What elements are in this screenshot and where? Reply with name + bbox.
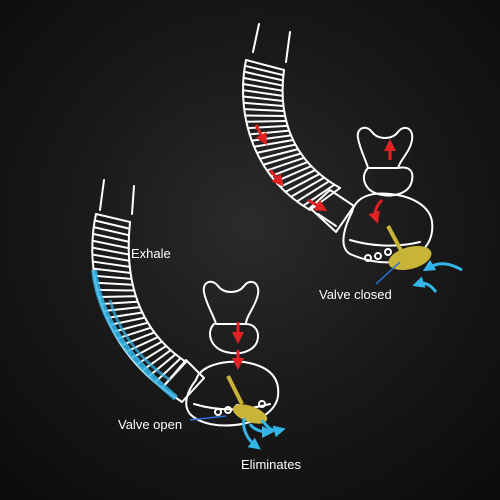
hose-rib — [244, 114, 287, 118]
hose-rib — [91, 232, 130, 243]
hose-rib — [242, 76, 284, 87]
hose-rib — [246, 124, 289, 130]
hose-rib — [102, 306, 141, 313]
valve-icon — [232, 404, 268, 424]
hose-rib — [262, 152, 302, 166]
hose-rib — [92, 267, 132, 274]
water-arrow-icon — [412, 259, 463, 293]
hose-rib — [91, 246, 130, 256]
hose-rib — [96, 288, 136, 292]
hose-rib — [141, 349, 172, 372]
hose-rib — [92, 226, 130, 237]
hose-rib — [248, 129, 291, 136]
water-arrow-icon — [242, 417, 286, 450]
hose-rib — [242, 101, 285, 108]
hose-rib — [243, 64, 285, 77]
snorkel-closed-icon — [242, 23, 434, 264]
hose-rib — [253, 139, 295, 148]
hose-rib — [93, 274, 133, 280]
hose-rib — [242, 95, 284, 102]
valve-closed-label: Valve closed — [319, 287, 392, 302]
hose-rib — [255, 143, 297, 154]
hose-rib — [242, 89, 284, 97]
hose-rib — [154, 357, 182, 384]
hose-rib — [266, 156, 306, 172]
hose-rib — [120, 331, 156, 347]
hose-rib — [116, 326, 152, 340]
snorkel-open-icon — [91, 179, 280, 427]
hose-rib — [108, 316, 146, 326]
hose-rib — [284, 172, 321, 193]
hose-rib — [112, 321, 149, 333]
hose-rib — [258, 148, 300, 160]
valve-icon — [388, 245, 432, 271]
air-arrow-icon — [254, 124, 396, 224]
hose-rib — [93, 219, 131, 230]
hose-rib — [147, 353, 177, 378]
hose-rib — [243, 70, 284, 82]
hose-rib — [279, 169, 317, 188]
hose-rib — [91, 253, 131, 262]
hose-rib — [302, 183, 336, 207]
hose-rib — [242, 82, 284, 92]
hose-rib — [245, 119, 288, 123]
hose-rib — [290, 176, 326, 198]
hose-rib — [98, 295, 137, 298]
hose-rib — [95, 213, 131, 223]
eliminates-label: Eliminates — [241, 457, 301, 472]
hose-rib — [105, 311, 144, 319]
valve-open-label: Valve open — [118, 417, 183, 432]
hose-rib — [250, 134, 292, 142]
hose-rib — [91, 260, 131, 268]
hose-rib — [245, 59, 285, 71]
hose-rib — [94, 281, 134, 286]
hose-rib — [100, 300, 139, 305]
hose-rib — [243, 108, 286, 113]
hose-rib — [91, 239, 130, 250]
exhale-label: Exhale — [131, 246, 171, 261]
hose-rib — [295, 180, 331, 203]
